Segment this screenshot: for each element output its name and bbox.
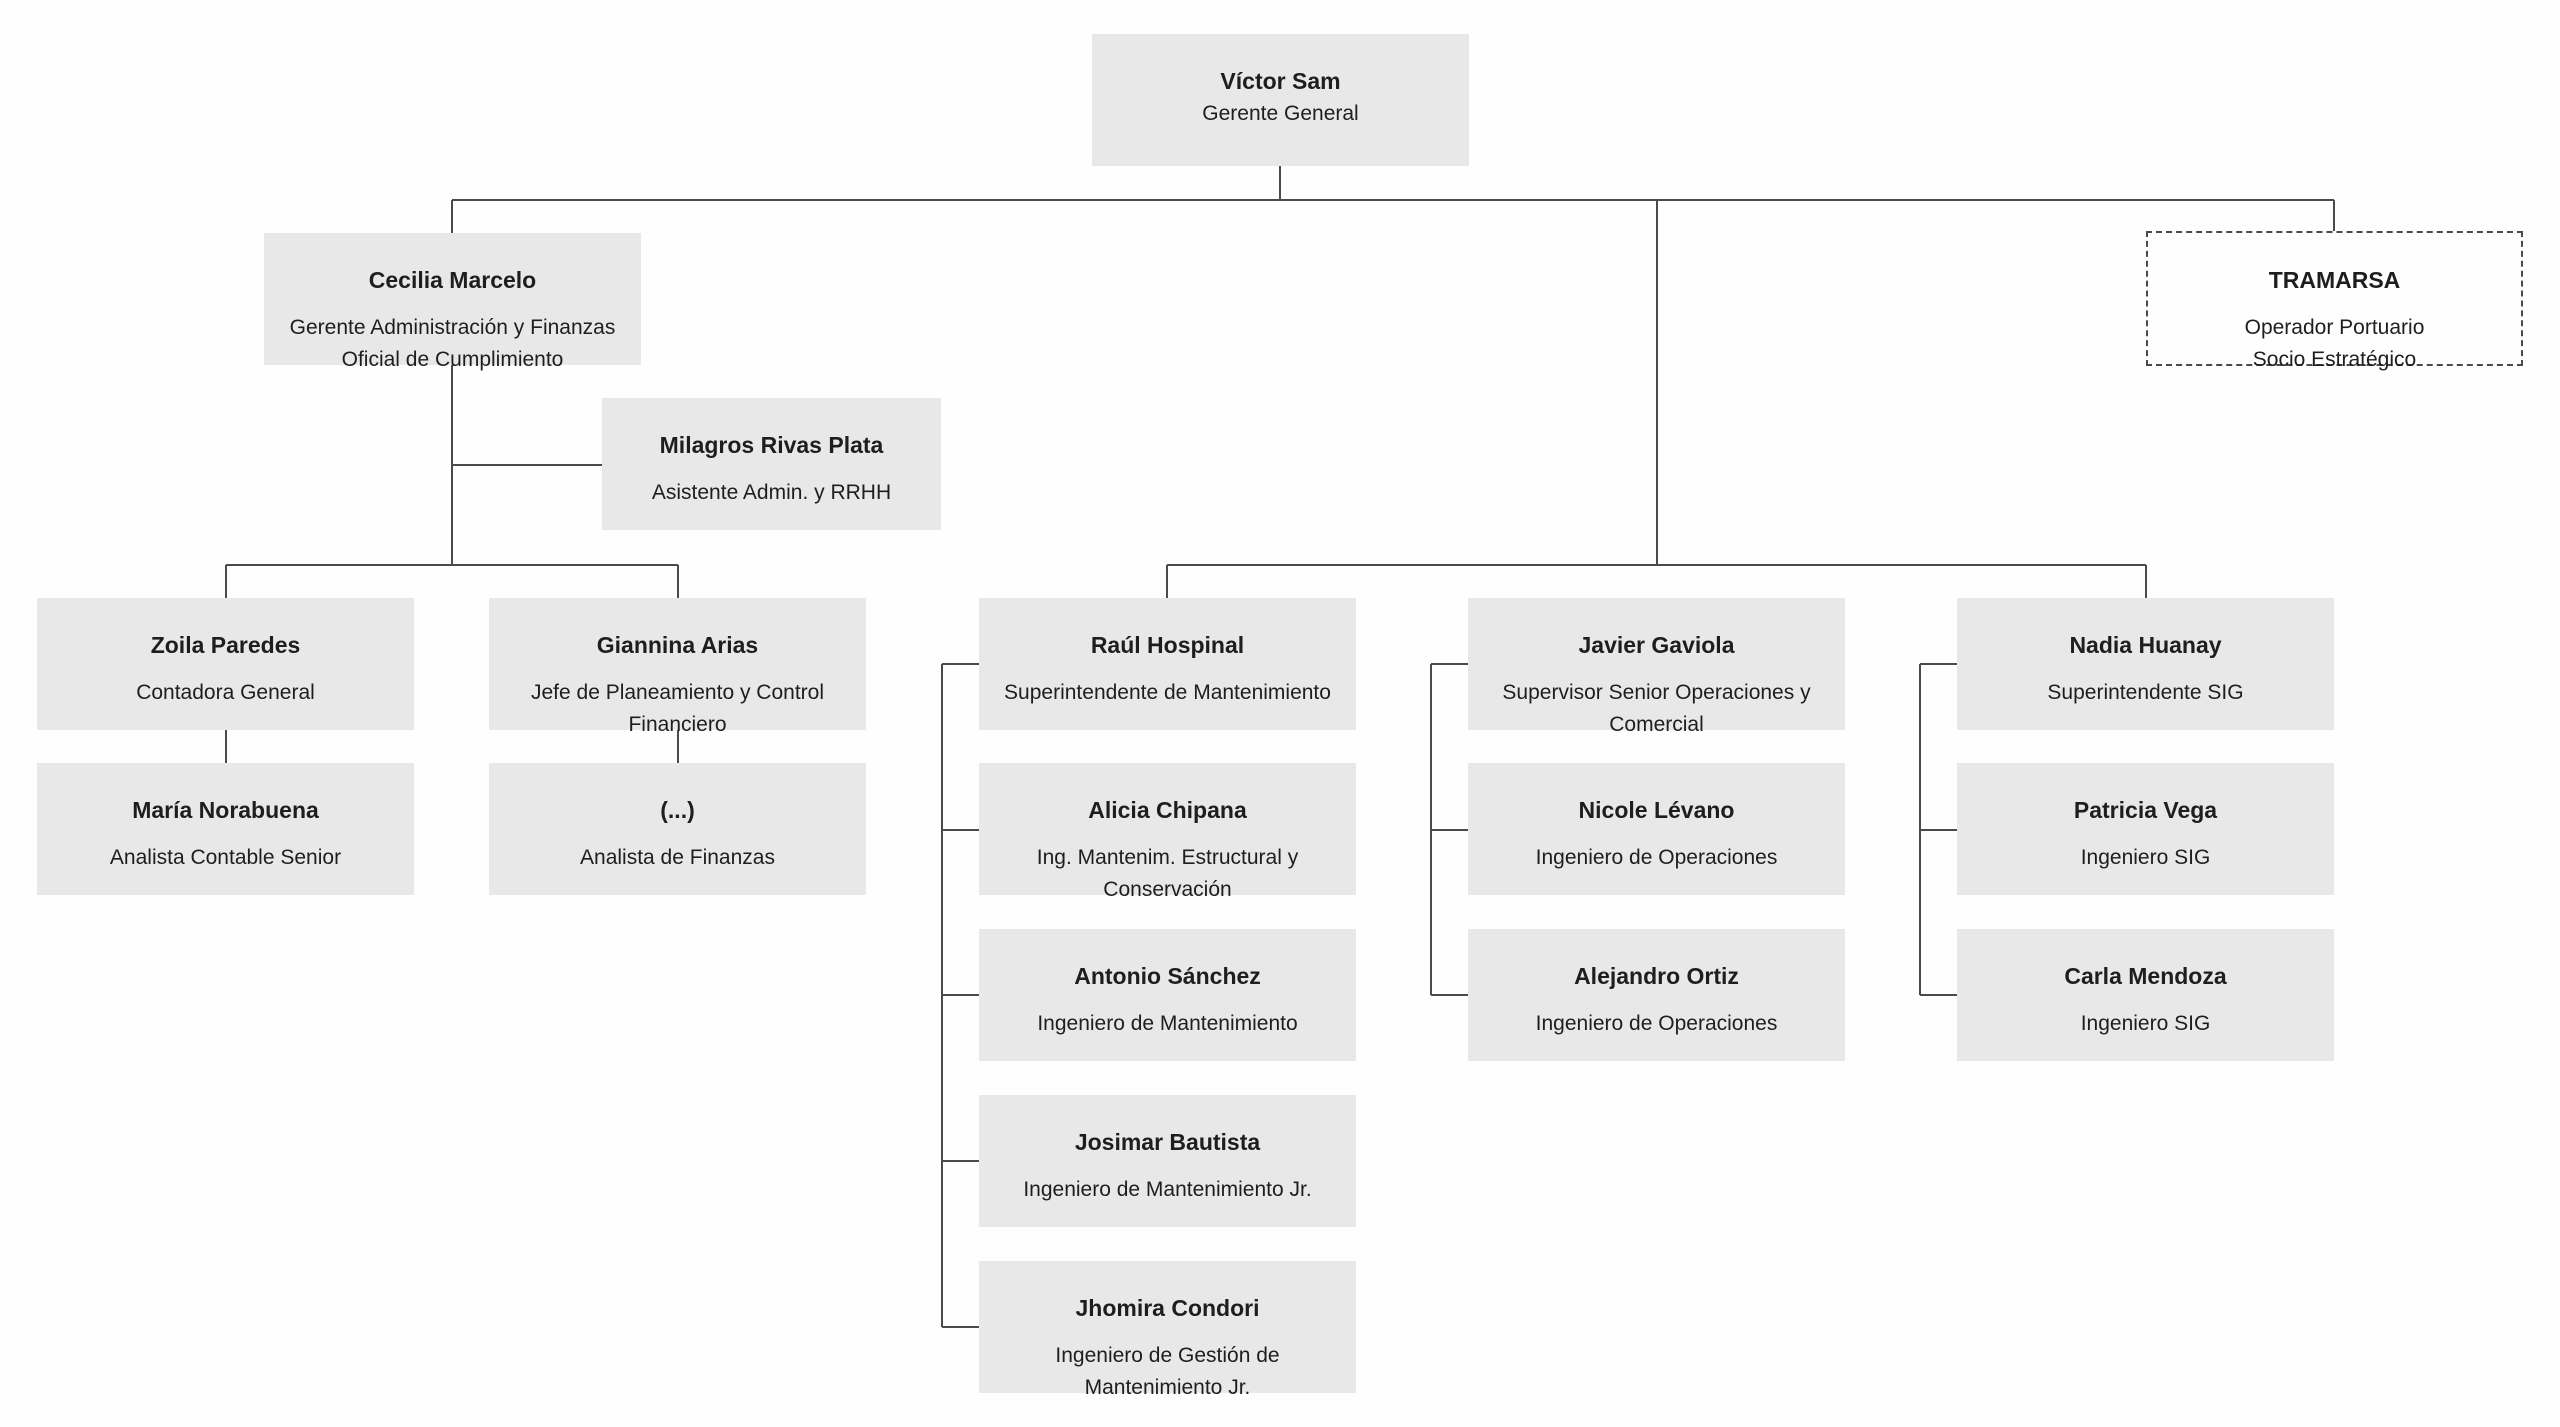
node-role: Ingeniero de Operaciones xyxy=(1535,1012,1778,1035)
node-name: (...) xyxy=(660,797,695,823)
node-name: Cecilia Marcelo xyxy=(368,267,537,293)
node-role: Superintendente SIG xyxy=(2047,681,2244,704)
node-operations-member: Nicole Lévano Ingeniero de Operaciones xyxy=(1468,763,1845,895)
node-name: Javier Gaviola xyxy=(1578,632,1735,658)
node-role: Ingeniero de Operaciones xyxy=(1535,846,1778,869)
node-operations-supervisor: Javier Gaviola Supervisor Senior Operaci… xyxy=(1468,598,1845,736)
node-general-accountant: Zoila Paredes Contadora General xyxy=(37,598,414,730)
node-role: Gerente Administración y Finanzas Oficia… xyxy=(266,312,640,376)
node-name: Antonio Sánchez xyxy=(1074,963,1261,989)
node-role-line: Socio Estratégico xyxy=(2252,348,2417,371)
node-name: Nadia Huanay xyxy=(2069,632,2222,658)
node-name: Josimar Bautista xyxy=(1074,1129,1261,1155)
node-admin-finance-manager: Cecilia Marcelo Gerente Administración y… xyxy=(264,233,641,371)
node-role: Supervisor Senior Operaciones y Comercia… xyxy=(1502,681,1811,736)
node-role: Operador Portuario Socio Estratégico xyxy=(2221,312,2449,376)
node-role: Gerente General xyxy=(1202,102,1359,125)
node-role: Ingeniero de Gestión de Mantenimiento Jr… xyxy=(1055,1344,1280,1399)
node-name: Raúl Hospinal xyxy=(1090,632,1245,658)
node-maintenance-member: Jhomira Condori Ingeniero de Gestión de … xyxy=(979,1261,1356,1399)
node-name: Nicole Lévano xyxy=(1578,797,1735,823)
node-name: Zoila Paredes xyxy=(150,632,301,658)
node-maintenance-member: Antonio Sánchez Ingeniero de Mantenimien… xyxy=(979,929,1356,1061)
node-name: Milagros Rivas Plata xyxy=(659,432,884,458)
node-role-line: Oficial de Cumplimiento xyxy=(341,348,564,371)
node-name: Alicia Chipana xyxy=(1088,797,1247,823)
node-role: Ingeniero SIG xyxy=(2080,846,2211,869)
node-maintenance-superintendent: Raúl Hospinal Superintendente de Manteni… xyxy=(979,598,1356,730)
node-role: Analista Contable Senior xyxy=(109,846,342,869)
node-maintenance-member: Josimar Bautista Ingeniero de Mantenimie… xyxy=(979,1095,1356,1227)
node-strategic-partner: TRAMARSA Operador Portuario Socio Estrat… xyxy=(2146,231,2523,371)
node-name: Carla Mendoza xyxy=(2064,963,2227,989)
node-role: Ingeniero SIG xyxy=(2080,1012,2211,1035)
node-finance-analyst: (...) Analista de Finanzas xyxy=(489,763,866,895)
node-name: Alejandro Ortiz xyxy=(1574,963,1739,989)
node-general-manager: Víctor Sam Gerente General xyxy=(1092,34,1469,166)
node-planning-head: Giannina Arias Jefe de Planeamiento y Co… xyxy=(489,598,866,736)
node-role: Contadora General xyxy=(136,681,315,704)
node-admin-assistant: Milagros Rivas Plata Asistente Admin. y … xyxy=(602,398,941,530)
node-maintenance-member: Alicia Chipana Ing. Mantenim. Estructura… xyxy=(979,763,1356,901)
node-name: Patricia Vega xyxy=(2073,797,2218,823)
node-name: Giannina Arias xyxy=(596,632,759,658)
node-sig-member: Patricia Vega Ingeniero SIG xyxy=(1957,763,2334,895)
node-role: Ingeniero de Mantenimiento Jr. xyxy=(1023,1178,1312,1201)
node-name: María Norabuena xyxy=(132,797,319,823)
node-role: Superintendente de Mantenimiento xyxy=(1004,681,1331,704)
node-role: Asistente Admin. y RRHH xyxy=(651,481,892,504)
node-sig-superintendent: Nadia Huanay Superintendente SIG xyxy=(1957,598,2334,730)
node-sig-member: Carla Mendoza Ingeniero SIG xyxy=(1957,929,2334,1061)
node-name: TRAMARSA xyxy=(2268,267,2401,293)
node-role: Jefe de Planeamiento y Control Financier… xyxy=(530,681,824,736)
node-role-line: Operador Portuario xyxy=(2244,316,2425,339)
node-role: Ing. Mantenim. Estructural y Conservació… xyxy=(1036,846,1299,901)
node-name: Jhomira Condori xyxy=(1075,1295,1260,1321)
node-name: Víctor Sam xyxy=(1220,68,1341,94)
node-role: Analista de Finanzas xyxy=(580,846,775,869)
node-operations-member: Alejandro Ortiz Ingeniero de Operaciones xyxy=(1468,929,1845,1061)
node-role-line: Gerente Administración y Finanzas xyxy=(289,316,616,339)
node-role: Ingeniero de Mantenimiento xyxy=(1037,1012,1298,1035)
node-senior-analyst: María Norabuena Analista Contable Senior xyxy=(37,763,414,895)
